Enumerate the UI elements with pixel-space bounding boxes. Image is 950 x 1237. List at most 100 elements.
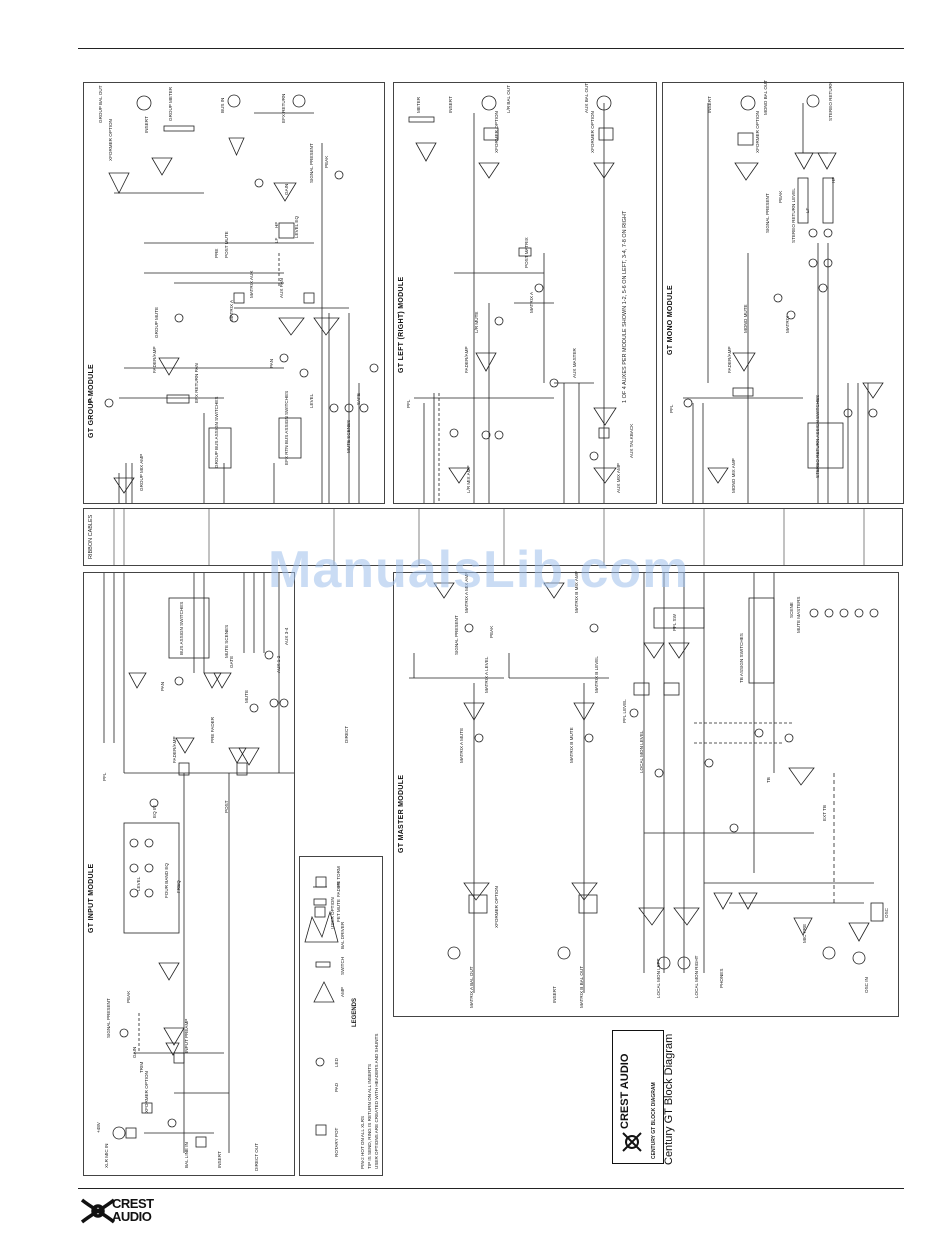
input-post-label: POST	[224, 800, 229, 813]
lr-aux-bal-out-label: AUX BAL OUT	[584, 82, 589, 113]
group-mix-amp-label: GROUP MIX AMP	[139, 453, 144, 491]
input-eq-in-label: EQ IN	[152, 805, 157, 818]
input-preamp-label: INPUT PREAMP	[184, 1018, 189, 1053]
lr-fader-label: FADER/AMP	[464, 346, 469, 373]
group-efx-bus-assign-label: EFX RTN BUS ASSIGN SWITCHES	[284, 390, 289, 465]
group-pfl-label: PFL	[88, 396, 93, 405]
group-mute-label: GROUP MUTE	[154, 306, 159, 338]
title-block: CREST AUDIO CENTURY GT BLOCK DIAGRAM	[612, 1030, 664, 1164]
input-direct-label: DIRECT	[344, 725, 349, 743]
group-module-panel: GT GROUP MODULE GROUP BAL OUT INSERT XFO…	[83, 82, 385, 504]
group-lf-label: LF	[274, 237, 279, 243]
master-mon-level-label: LOCAL MON LEVEL	[639, 730, 644, 773]
lr-meter-label: METER	[416, 96, 421, 113]
group-pre-label: PRE	[214, 248, 219, 258]
input-four-band-eq-label: FOUR BAND EQ	[164, 863, 169, 898]
lr-mix-amp-label: L/R MIX AMP	[466, 465, 471, 493]
input-pfl-label: PFL	[102, 772, 107, 781]
master-bal-out-a-label: MATRIX A BAL OUT	[469, 966, 474, 1008]
mono-mute-label: MONO MUTE	[743, 304, 748, 333]
ribbon-cables-label: RIBBON CABLES	[88, 514, 94, 559]
input-gate-label: GATE	[229, 655, 234, 668]
mono-hf-label: HF	[831, 176, 836, 183]
mono-fader-label: FADER/AMP	[727, 346, 732, 373]
input-pre-fader-label: PRE FADER	[210, 716, 215, 743]
master-module-schematic	[409, 573, 884, 993]
lr-matrix-a-label: MATRIX A	[529, 291, 534, 313]
group-fader-label: FADER/AMP	[152, 346, 157, 373]
master-mix-b-label: MATRIX B MIX AMP	[574, 571, 579, 613]
lr-aux-xformer-label: XFORMER OPTION	[590, 111, 595, 153]
master-scene-label: SCENE	[789, 602, 794, 618]
diagram-title: Century GT Block Diagram	[663, 1033, 675, 1165]
mono-sr-level-label: STEREO RETURN LEVEL	[791, 188, 796, 243]
lr-pfl-label: PFL	[406, 399, 411, 408]
input-xlr-mic-label: XLR MIC IN	[104, 1143, 109, 1168]
group-post-mute-label: POST MUTE	[224, 231, 229, 258]
master-mic-pre-label: MIC PRE	[802, 923, 807, 943]
master-mix-a-label: MATRIX A MIX AMP	[464, 571, 469, 613]
mono-module-schematic	[683, 94, 884, 503]
input-module-title: GT INPUT MODULE	[88, 863, 95, 933]
lr-post-matrix-label: POST MATRIX	[524, 237, 529, 268]
input-bal-line-label: BAL LINE IN	[184, 1142, 189, 1168]
master-osc-in-label: OSC IN	[864, 977, 869, 993]
group-aux-pan-label: AUX PAN	[279, 278, 284, 298]
master-level-b-label: MATRIX B LEVEL	[594, 656, 599, 693]
input-48v-label: +48V	[96, 1122, 101, 1133]
master-signal-label: SIGNAL PRESENT	[454, 615, 459, 655]
legend-item-switch: SWITCH	[340, 956, 345, 975]
lr-aux-mix-amp-label: AUX MIX AMP	[616, 463, 621, 493]
input-xformer-label: XFORMER OPTION	[144, 1071, 149, 1113]
lr-mute-label: L/R MUTE	[474, 311, 479, 333]
group-pan-label: PAN	[269, 358, 274, 368]
master-pfl-sw-label: PFL SW	[672, 614, 677, 631]
mono-signal-label: SIGNAL PRESENT	[765, 193, 770, 233]
group-bal-out-label: GROUP BAL OUT	[98, 85, 103, 123]
mono-mix-amp-label: MONO MIX AMP	[731, 458, 736, 493]
legend-box: LEGENDS ROTARY POT PAD LED AMP BAL DRIVE…	[299, 856, 383, 1176]
mono-pfl-label: PFL	[669, 404, 674, 413]
group-efx-return-label: EFX RETURN	[281, 93, 286, 123]
mono-module-title: GT MONO MODULE	[667, 285, 674, 355]
master-mute-masters-label: MUTE MASTERS	[796, 596, 801, 634]
legend-title: LEGENDS	[352, 997, 358, 1027]
legend-item-user-option: USER OPTION	[330, 897, 335, 929]
master-mute-a-label: MATRIX A MUTE	[459, 727, 464, 763]
crest-audio-logo: CREST AUDIO	[78, 1196, 198, 1226]
input-direct-out-label: DIRECT OUT	[254, 1143, 259, 1171]
mono-bal-out-label: MONO BAL OUT	[763, 79, 768, 115]
input-signal-label: SIGNAL PRESENT	[106, 998, 111, 1038]
mono-module-panel: GT MONO MODULE INSERT MONO BAL OUT XFORM…	[662, 79, 904, 504]
master-phones-label: PHONES	[719, 968, 724, 988]
title-block-caption: CENTURY GT BLOCK DIAGRAM	[651, 1082, 657, 1159]
group-module-schematic	[104, 94, 379, 503]
group-matrix-a-label: MATRIX A	[229, 299, 234, 321]
master-osc-label: OSC	[884, 908, 889, 918]
legend-item-rotary-pot: ROTARY POT	[334, 1127, 339, 1157]
master-module-panel: GT MASTER MODULE MATRIX A MIX AMP MATRIX…	[393, 571, 899, 1017]
legend-item-pad: PAD	[334, 1082, 339, 1092]
mono-xformer-label: XFORMER OPTION	[755, 111, 760, 153]
legend-note-3: USER OPTIONS ARE CREATED WITH HEADERS AN…	[374, 1033, 379, 1169]
input-aux34-label: AUX 3-4	[284, 627, 289, 645]
group-level-label: LEVEL	[309, 393, 314, 408]
master-pfl-level-label: PFL LEVEL	[622, 699, 627, 723]
group-insert-label: INSERT	[144, 116, 149, 133]
mono-matrix-label: MATRIX	[785, 315, 790, 333]
group-xformer-label: XFORMER OPTION	[108, 119, 113, 161]
input-eq-level-label: LEVEL	[136, 876, 141, 891]
mono-insert-label: INSERT	[707, 96, 712, 113]
group-peak-label: PEAK	[324, 155, 329, 168]
lr-aux-master-label: AUX MASTER	[572, 348, 577, 378]
lr-insert-label: INSERT	[448, 96, 453, 113]
legend-note-2: TIP IS SEND, RING IS RETURN ON ALL INSER…	[367, 1063, 372, 1169]
legend-symbols	[304, 876, 339, 1136]
group-mute-scenes-label: MUTE SCENES	[346, 419, 351, 453]
group-hf-label: HF	[274, 221, 279, 228]
input-peak-label: PEAK	[126, 990, 131, 1003]
crest-logo-text: CREST AUDIO	[112, 1196, 154, 1224]
lr-bal-out-label: L/R BAL OUT	[506, 85, 511, 113]
master-mon-right-label: LOCAL MON RIGHT	[694, 955, 699, 998]
legend-item-led: LED	[334, 1058, 339, 1067]
